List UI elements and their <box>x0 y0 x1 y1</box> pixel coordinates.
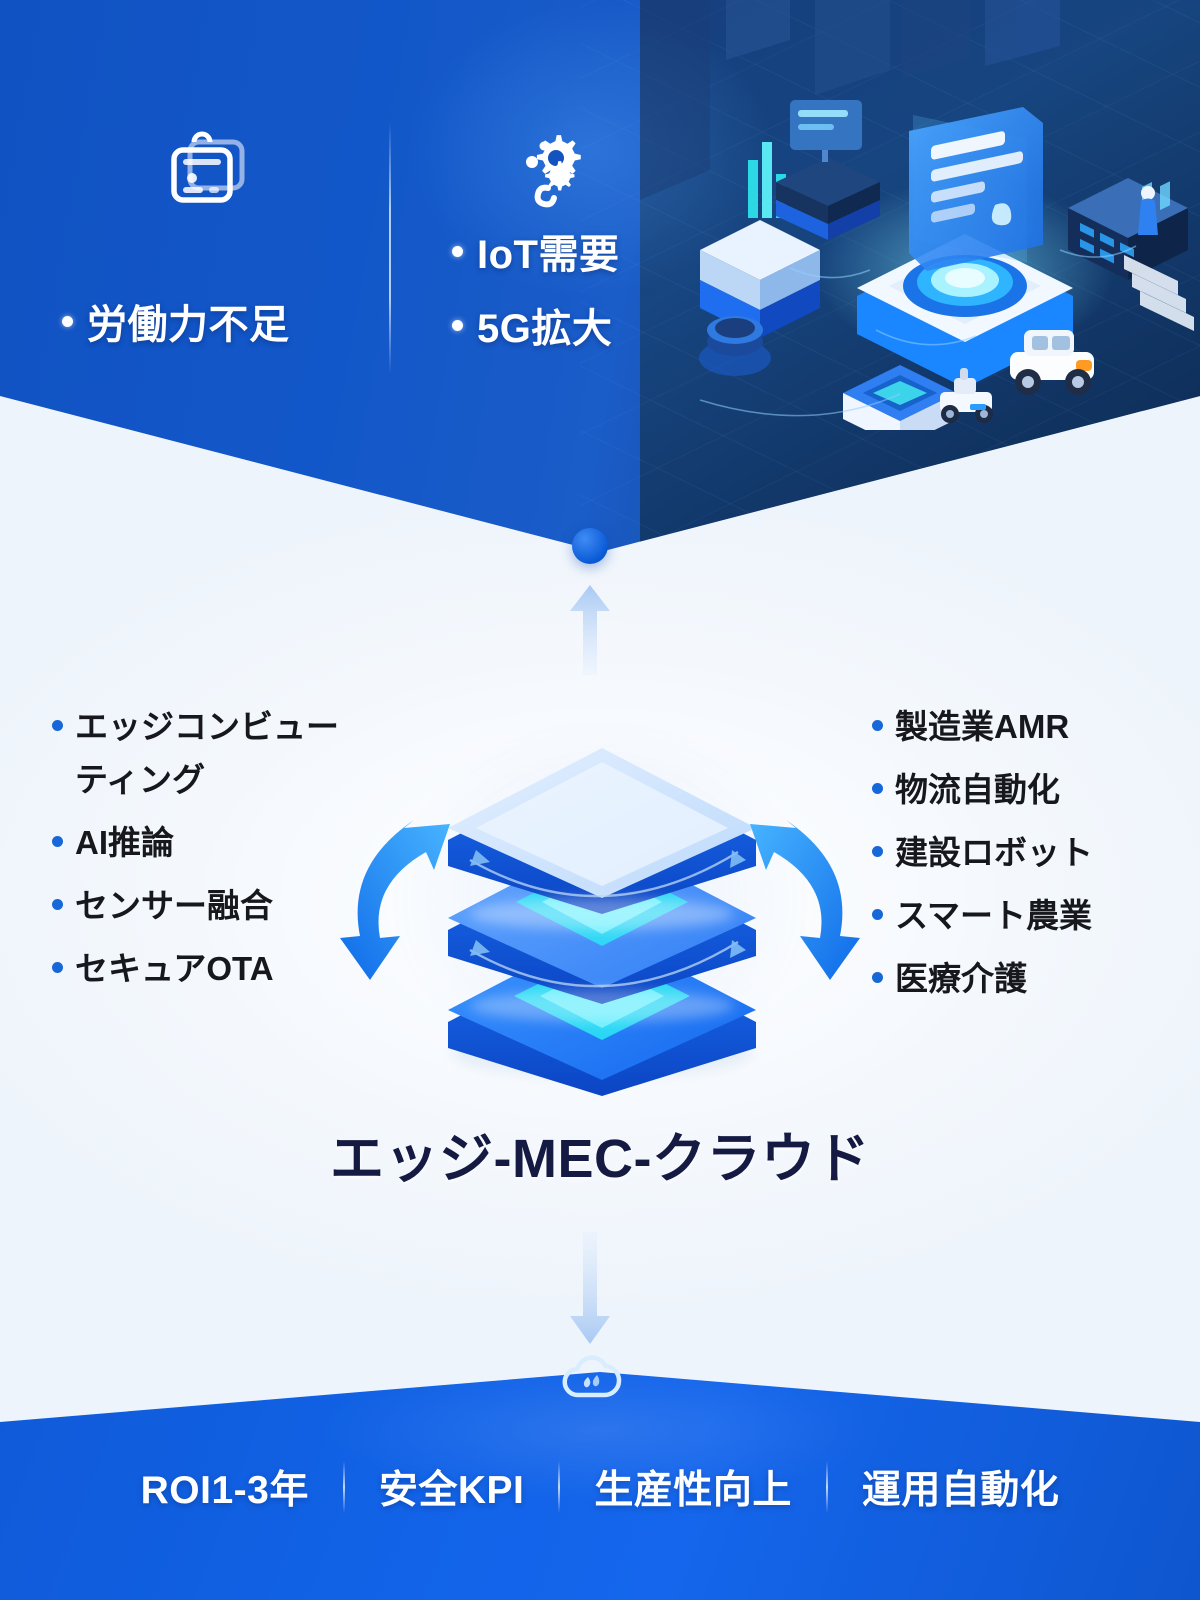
bullet-dot <box>52 898 63 910</box>
list-item: IoT需要 <box>452 222 619 280</box>
list-item: AI推論 <box>52 822 402 865</box>
list-item: 物流自動化 <box>872 769 1172 812</box>
list-item-label: IoT需要 <box>477 233 620 277</box>
kpi-item: 運用自動化 <box>861 1469 1060 1512</box>
left-capability-list: エッジコンビュー ティング AI推論 センサー融合 セキュアOTA <box>52 706 402 1010</box>
bullet-dot <box>62 315 73 327</box>
right-usecase-list: 製造業AMR 物流自動化 建設ロボット スマート農業 医療介護 <box>872 706 1172 1020</box>
bidirectional-arrows-left <box>340 820 450 980</box>
list-item-label: 製造業AMR <box>895 708 1070 745</box>
kpi-item: 生産性向上 <box>594 1469 792 1512</box>
list-item: 労働力不足 <box>62 292 290 350</box>
bullet-dot <box>872 782 883 794</box>
list-item-label-line2: ティング <box>75 760 206 798</box>
list-item: センサー融合 <box>52 885 402 928</box>
list-item: 5G拡大 <box>452 296 619 354</box>
list-item-label: 5G拡大 <box>477 307 613 351</box>
list-item: 医療介護 <box>872 958 1172 1001</box>
list-item: 製造業AMR <box>872 706 1172 749</box>
vertex-dot <box>572 528 608 564</box>
bullet-dot <box>52 835 63 847</box>
bullet-dot <box>452 245 463 257</box>
bottom-section <box>0 1372 1200 1600</box>
bullet-dot <box>872 845 883 857</box>
kpi-item: 安全KPI <box>378 1469 525 1512</box>
bullet-dot <box>52 720 63 731</box>
top-right-list: IoT需要 5G拡大 <box>452 222 619 370</box>
top-section: 労働力不足 IoT需要 5G拡大 <box>0 0 1200 552</box>
list-item-label: セキュアOTA <box>75 949 274 987</box>
list-item: エッジコンビュー ティング <box>52 706 402 802</box>
list-item-label: 労働力不足 <box>87 303 290 347</box>
kpi-item: ROI1-3年 <box>140 1469 309 1512</box>
gear-cluster-icon <box>524 132 616 227</box>
smart-factory-illustration <box>640 0 1200 430</box>
list-item-label: 医療介護 <box>895 959 1027 997</box>
top-left-list: 労働力不足 <box>62 292 290 366</box>
bullet-dot <box>872 908 883 920</box>
list-item-label: スマート農業 <box>895 896 1093 934</box>
kpi-separator <box>558 1461 561 1513</box>
list-item: 建設ロボット <box>872 832 1172 875</box>
arrow-down-icon <box>566 1232 614 1344</box>
list-item-label: センサー融合 <box>75 886 273 924</box>
list-item-label: AI推論 <box>75 823 174 861</box>
bullet-dot <box>52 961 63 973</box>
bottom-kpi-bar: ROI1-3年 安全KPI 生産性向上 運用自動化 <box>0 1432 1200 1542</box>
top-vertical-divider <box>389 122 391 374</box>
clipboard-card-icon <box>164 128 254 225</box>
list-item-label: エッジコンビュー <box>75 708 339 745</box>
bullet-dot <box>872 971 883 983</box>
kpi-separator <box>342 1461 345 1513</box>
list-item-label-group: エッジコンビュー ティング <box>75 706 339 802</box>
three-layer-stack-icon <box>330 700 870 1100</box>
bidirectional-arrows-right <box>750 820 860 980</box>
page-title: エッジ-MEC-クラウド <box>330 1129 870 1189</box>
bullet-dot <box>452 319 463 331</box>
arrow-up-icon <box>566 585 614 675</box>
bullet-dot <box>872 720 883 731</box>
list-item: スマート農業 <box>872 895 1172 938</box>
cloud-icon <box>556 1345 624 1405</box>
list-item-label: 建設ロボット <box>895 833 1093 871</box>
kpi-separator <box>825 1461 828 1513</box>
list-item: セキュアOTA <box>52 948 402 991</box>
list-item-label: 物流自動化 <box>895 770 1060 808</box>
